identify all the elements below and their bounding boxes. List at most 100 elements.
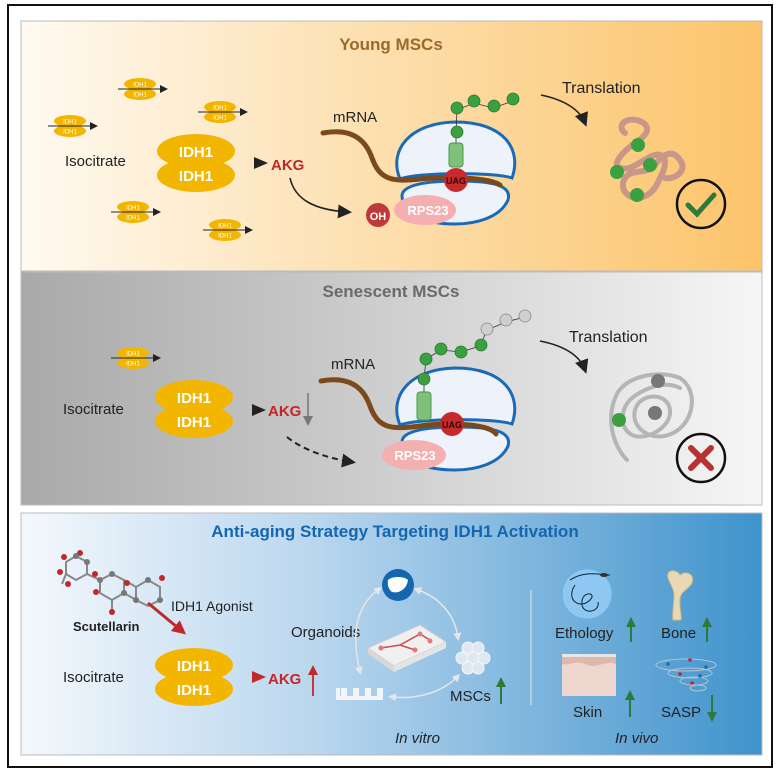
panel-young-title: Young MSCs (339, 35, 443, 54)
in-vivo-item-label: Skin (573, 704, 602, 721)
amino-acid (419, 352, 433, 366)
amino-acid-extended (518, 309, 532, 323)
check-icon (685, 192, 717, 218)
translation-label: Translation (569, 329, 648, 346)
sasp-tornado-icon (655, 658, 717, 692)
msc-cluster-icon (455, 641, 491, 675)
small-idh1-label: IDH1 (218, 224, 232, 230)
mrna-strand (320, 129, 503, 188)
rps23-protein (382, 440, 446, 470)
failure-circle (675, 432, 727, 484)
enzyme-idh1-top (155, 380, 233, 414)
small-idh1-label: IDH1 (133, 93, 147, 99)
akg-label: AKG (268, 403, 301, 420)
agonist-arrow (147, 601, 187, 635)
rps23-label: RPS23 (394, 448, 435, 463)
small-idh1-label: IDH1 (126, 206, 140, 212)
mscs-label: MSCs (450, 688, 491, 705)
akg-to-rps23-arrow (289, 177, 352, 219)
enzyme-idh1-top (155, 648, 233, 682)
intestine-organoid-icon (336, 688, 383, 700)
amino-acid-extended (480, 322, 494, 336)
peptide-chain (417, 309, 532, 392)
amino-acid (450, 125, 464, 139)
amino-acid (417, 372, 431, 386)
peptide-chain (450, 92, 520, 143)
amino-acid (450, 101, 464, 115)
trna (448, 142, 464, 168)
in-vitro-label: In vitro (395, 730, 440, 747)
organoids-label: Organoids (291, 624, 360, 641)
enzyme-top-label: IDH1 (179, 144, 213, 161)
stop-codon (440, 412, 464, 436)
cycle-arrow (354, 586, 382, 675)
panel-young: Young MSCs IDH1IDH1IDH1IDH1IDH1IDH1IDH1I… (20, 20, 763, 272)
scutellarin-label: Scutellarin (73, 619, 140, 634)
in-vivo-item-label: Bone (661, 625, 696, 642)
reaction-arrowhead (252, 404, 266, 416)
translation-arrow (540, 94, 588, 127)
panel-senescent-background (20, 271, 763, 506)
substrate-label: Isocitrate (65, 153, 126, 170)
substrate-label: Isocitrate (63, 401, 124, 418)
small-idh1-label: IDH1 (63, 130, 77, 136)
enzyme-idh1-top (157, 134, 235, 168)
agonist-label: IDH1 Agonist (171, 598, 253, 614)
small-idh1-label: IDH1 (126, 352, 140, 358)
small-idh1-label: IDH1 (213, 106, 227, 112)
mrna-strand (318, 377, 499, 437)
bone-icon (667, 570, 694, 621)
stop-codon-label: UAG (446, 176, 466, 186)
stop-codon-label: UAG (442, 420, 462, 430)
enzyme-idh1-bottom (157, 158, 235, 192)
success-circle (675, 178, 727, 230)
in-vivo-label: In vivo (615, 730, 658, 747)
enzyme-bottom-label: IDH1 (179, 168, 213, 185)
reaction-arrowhead (254, 157, 268, 169)
small-idh1-label: IDH1 (213, 116, 227, 122)
amino-acid (454, 345, 468, 359)
reaction-arrowhead (252, 671, 266, 683)
akg-label: AKG (271, 157, 304, 174)
amino-acid (487, 99, 501, 113)
enzyme-bottom-label: IDH1 (177, 682, 211, 699)
panel-senescent-title: Senescent MSCs (323, 282, 460, 301)
misfolded-protein (609, 372, 694, 462)
panel-strategy-background (20, 512, 763, 756)
enzyme-top-label: IDH1 (177, 658, 211, 675)
in-vivo-item-label: Ethology (555, 625, 614, 642)
enzyme-top-label: IDH1 (177, 390, 211, 407)
amino-acid (434, 342, 448, 356)
skin-icon (562, 654, 616, 696)
small-idh1-label: IDH1 (126, 216, 140, 222)
impaired-hydroxylation-arrow (286, 436, 356, 468)
small-idh1-label: IDH1 (126, 362, 140, 368)
mrna-label: mRNA (331, 356, 375, 373)
cross-icon (688, 445, 714, 471)
cycle-arrow (388, 673, 461, 702)
cycle-arrow (413, 587, 462, 641)
amino-acid (474, 338, 488, 352)
akg-label: AKG (268, 671, 301, 688)
trna (416, 391, 432, 421)
amino-acid (506, 92, 520, 106)
small-idh1-label: IDH1 (133, 83, 147, 89)
small-idh1-label: IDH1 (218, 234, 232, 240)
hydroxyl-group (366, 203, 390, 227)
rps23-protein (394, 195, 456, 225)
rps23-label: RPS23 (407, 203, 448, 218)
panel-strategy-title: Anti-aging Strategy Targeting IDH1 Activ… (211, 522, 578, 541)
in-vivo-item-label: SASP (661, 704, 701, 721)
enzyme-idh1-bottom (155, 404, 233, 438)
translation-arrow (539, 340, 589, 374)
